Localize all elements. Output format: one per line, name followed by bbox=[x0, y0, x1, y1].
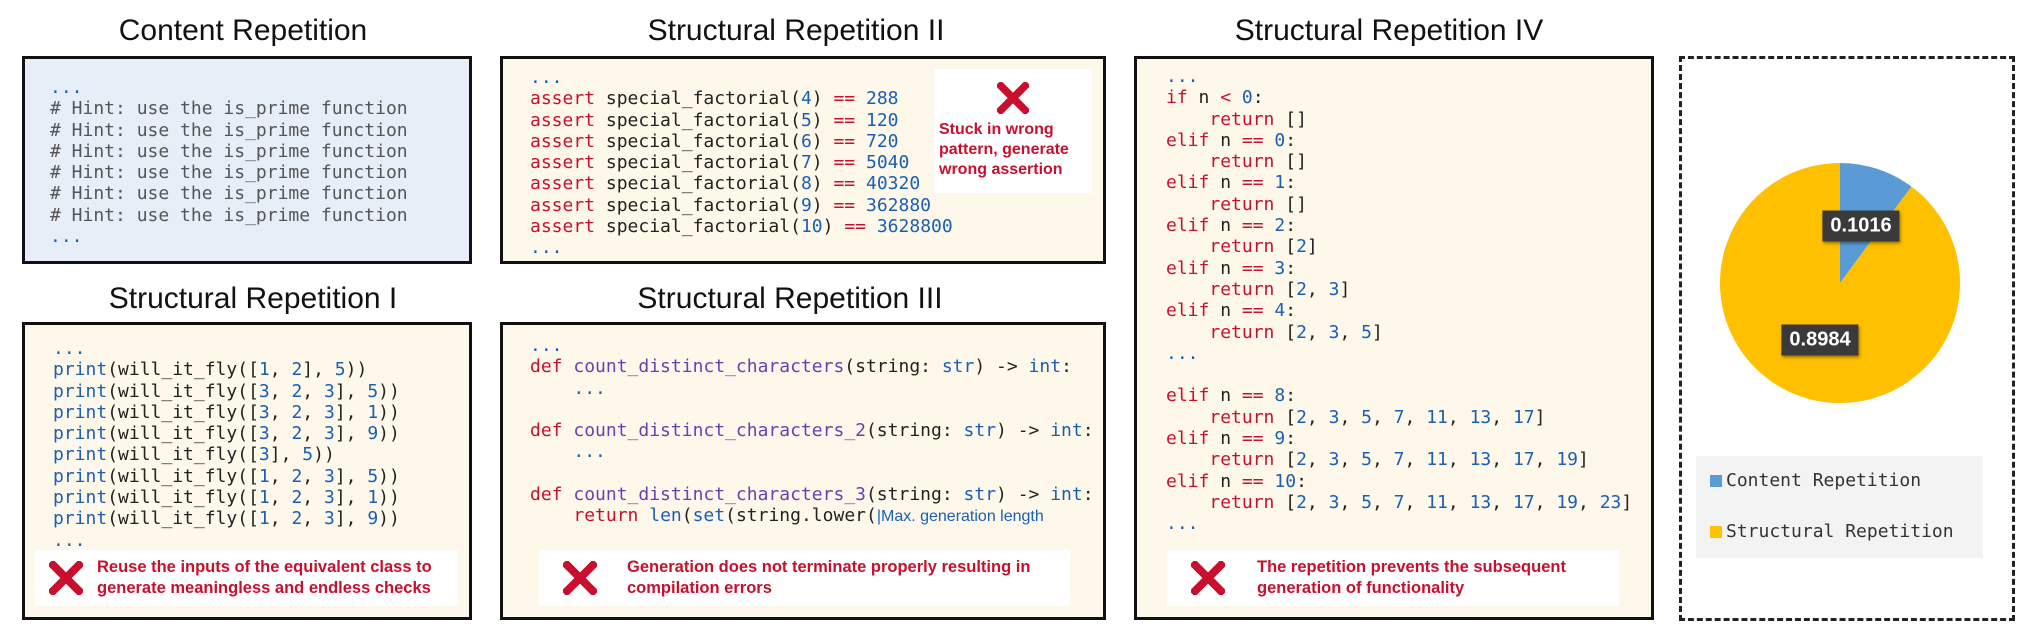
pie-slice-label: 0.1016 bbox=[1822, 210, 1900, 242]
content-repetition-code: ... # Hint: use the is_prime function # … bbox=[50, 77, 408, 247]
red-x-icon bbox=[997, 82, 1029, 114]
legend-label: Structural Repetition bbox=[1726, 521, 1954, 542]
structural-repetition-4-code: ... if n < 0: return [] elif n == 0: ret… bbox=[1166, 66, 1633, 535]
structural-repetition-4-panel: ... if n < 0: return [] elif n == 0: ret… bbox=[1134, 56, 1654, 620]
structural-repetition-4-callout: The repetition prevents the subsequent g… bbox=[1167, 550, 1619, 606]
structural-repetition-1-code: ... print(will_it_fly([1, 2], 5)) print(… bbox=[53, 338, 400, 551]
callout-message: Reuse the inputs of the equivalent class… bbox=[97, 558, 432, 597]
legend-item-content: Content Repetition bbox=[1710, 470, 1921, 491]
structural-repetition-3-callout: Generation does not terminate properly r… bbox=[539, 550, 1070, 606]
structural-repetition-1-panel: ... print(will_it_fly([1, 2], 5)) print(… bbox=[22, 322, 472, 620]
structural-repetition-4-title: Structural Repetition IV bbox=[1234, 14, 1544, 47]
structural-repetition-2-title: Structural Repetition II bbox=[647, 14, 945, 47]
legend-label: Content Repetition bbox=[1726, 470, 1922, 491]
legend-swatch bbox=[1710, 474, 1722, 487]
code-line: # Hint: use the is_prime function bbox=[50, 119, 408, 141]
legend-item-structural: Structural Repetition bbox=[1710, 521, 1954, 542]
code-line: # Hint: use the is_prime function bbox=[50, 98, 408, 120]
structural-repetition-3-code: ... def count_distinct_characters(string… bbox=[530, 335, 1094, 527]
callout-message: Stuck in wrong pattern, generate wrong a… bbox=[939, 121, 1069, 178]
code-line: # Hint: use the is_prime function bbox=[50, 140, 408, 162]
callout-message: The repetition prevents the subsequent g… bbox=[1257, 558, 1566, 597]
code-line: ... bbox=[50, 226, 83, 248]
max-generation-length-marker: | bbox=[876, 508, 881, 526]
legend-swatch bbox=[1710, 525, 1722, 538]
structural-repetition-2-code: ... assert special_factorial(4) == 288 a… bbox=[530, 67, 953, 259]
pie-slice-label: 0.8984 bbox=[1781, 324, 1859, 356]
red-x-icon bbox=[49, 561, 83, 595]
content-repetition-panel: ... # Hint: use the is_prime function # … bbox=[22, 56, 472, 264]
structural-repetition-3-panel: ... def count_distinct_characters(string… bbox=[500, 322, 1106, 620]
content-repetition-title: Content Repetition bbox=[118, 14, 368, 47]
code-line: # Hint: use the is_prime function bbox=[50, 183, 408, 205]
structural-repetition-3-title: Structural Repetition III bbox=[637, 282, 943, 315]
max-generation-length-label: Max. generation length bbox=[880, 508, 1044, 526]
red-x-icon bbox=[563, 561, 597, 595]
structural-repetition-1-title: Structural Repetition I bbox=[108, 282, 398, 315]
pie-legend: Content Repetition Structural Repetition bbox=[1696, 456, 1983, 558]
callout-message: Generation does not terminate properly r… bbox=[627, 558, 1031, 597]
structural-repetition-2-panel: ... assert special_factorial(4) == 288 a… bbox=[500, 56, 1106, 264]
pie-slice bbox=[1719, 163, 1960, 404]
code-line: # Hint: use the is_prime function bbox=[50, 162, 408, 184]
code-line: # Hint: use the is_prime function bbox=[50, 204, 408, 226]
structural-repetition-1-callout: Reuse the inputs of the equivalent class… bbox=[35, 550, 458, 606]
structural-repetition-2-callout: Stuck in wrong pattern, generate wrong a… bbox=[934, 69, 1092, 193]
pie-chart-panel bbox=[1679, 56, 2015, 621]
code-line: ... bbox=[50, 77, 83, 98]
red-x-icon bbox=[1191, 561, 1225, 595]
